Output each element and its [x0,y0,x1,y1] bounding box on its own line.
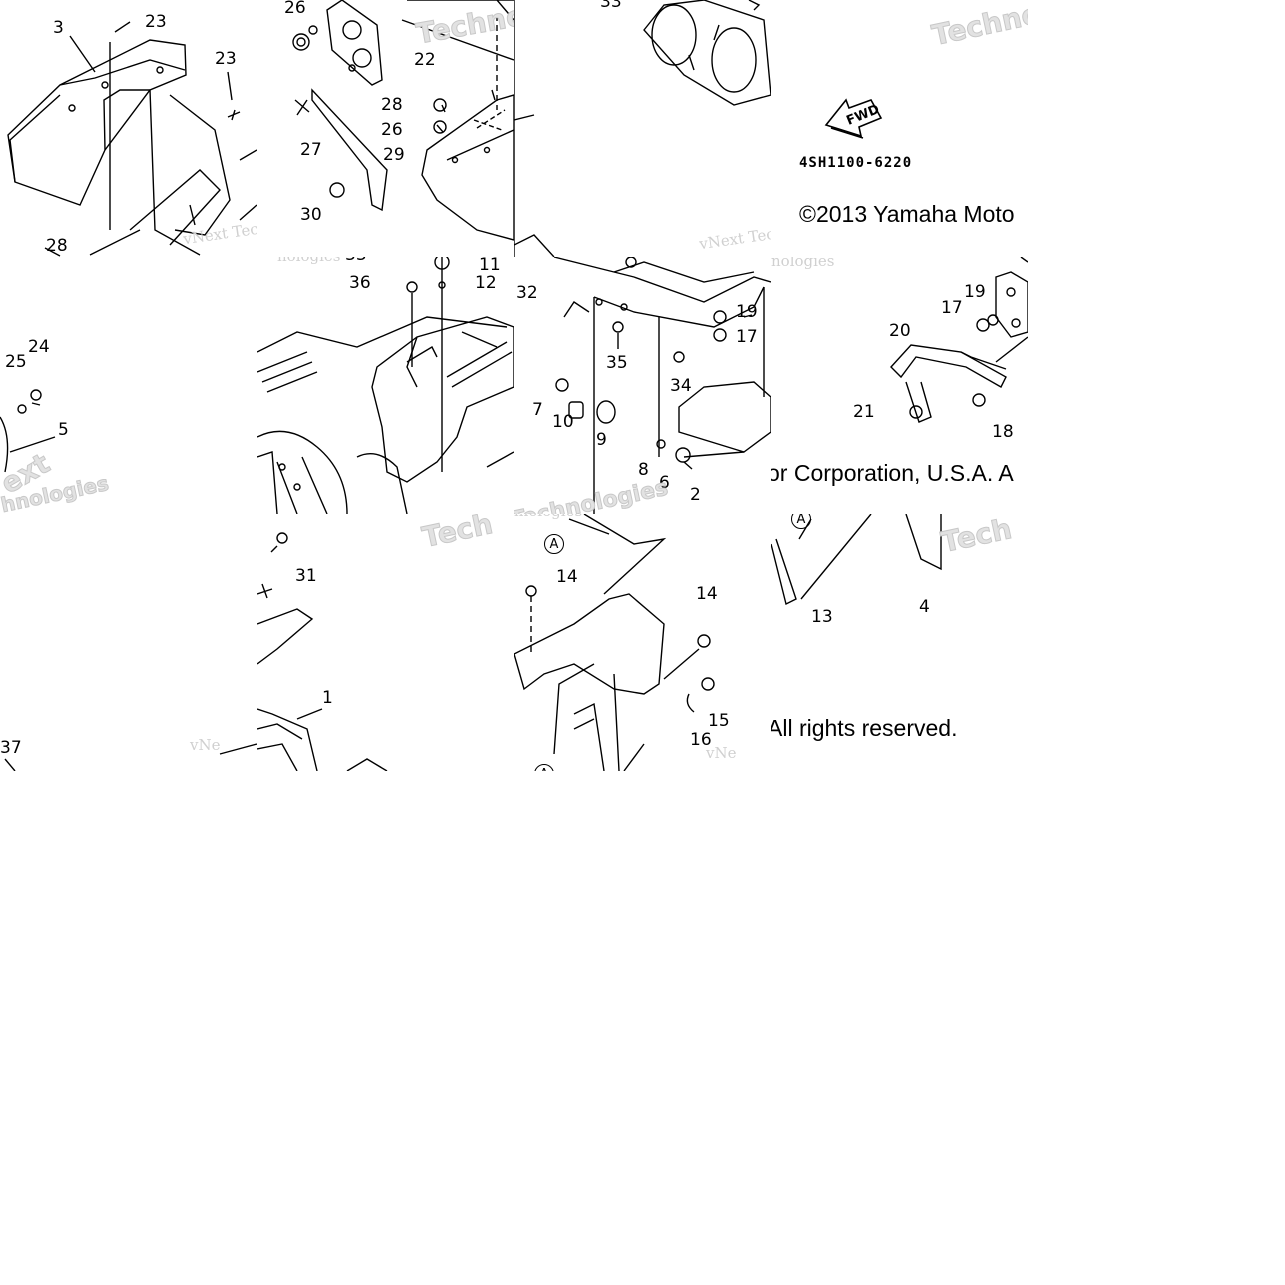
part-label: 23 [215,49,237,69]
diagram-tile-guard: A 13 4 All rights reserved. Tech [771,514,1028,771]
side-panel-drawing [0,389,56,473]
diagram-tile-handle: 20 19 17 21 18 or Corporation, U.S.A. A … [771,257,1028,514]
part-label: 34 [670,376,692,396]
part-label: 30 [300,205,322,225]
diagram-tile-rack: 36 32 11 12 33 nologies [257,257,514,514]
diagram-code: 4SH1100-6220 [799,155,913,171]
part-label: 21 [853,402,875,422]
part-label: 33 [345,257,367,264]
part-label: 26 [381,120,403,140]
diagram-tile-fasteners: 32 19 17 35 34 7 10 9 8 6 2 vNext Tec Te… [514,257,771,514]
part-label: 26 [284,0,306,18]
part-label: 7 [532,400,543,420]
part-label: 12 [475,273,497,293]
copyright-line-1: ©2013 Yamaha Moto [799,201,1015,227]
reference-marker-a: A [544,534,564,554]
part-label: 1 [322,688,333,708]
part-label: 29 [383,145,405,165]
front-assy-drawing [514,514,715,771]
rear-cover-drawing [7,21,257,257]
part-label: 37 [0,738,22,758]
part-label: 25 [5,352,27,372]
part-label: 23 [145,12,167,32]
part-label: 4 [919,597,930,617]
lower-left-drawing [4,743,257,771]
guard-drawing [771,514,942,606]
part-label: 20 [889,321,911,341]
part-label: 9 [596,430,607,450]
diagram-tile-side-panel: 24 25 5 ext hnologies [0,257,257,514]
part-label: 27 [300,140,322,160]
part-label: 14 [696,584,718,604]
part-label: 13 [811,607,833,627]
part-label: 14 [556,567,578,587]
part-label: 28 [381,95,403,115]
front-fender-drawing [257,532,388,771]
fwd-arrow-drawing [824,98,883,139]
part-label: 2 [690,485,701,505]
part-label: 8 [638,460,649,480]
bracket-drawing [292,0,514,241]
part-label: 33 [600,0,622,12]
rack-drawing [257,257,514,514]
part-label: 31 [295,566,317,586]
copyright-line-3: All rights reserved. [771,715,958,741]
part-label: 17 [736,327,758,347]
part-label: 18 [992,422,1014,442]
part-label: 5 [58,420,69,440]
meter-drawing [514,0,771,257]
part-label: 19 [736,302,758,322]
copyright-line-2: or Corporation, U.S.A. A [771,460,1014,486]
part-label: 10 [552,412,574,432]
reference-marker-a: A [791,514,811,529]
part-label: 35 [606,353,628,373]
diagram-tile-meter: 33 vNext Tec [514,0,771,257]
diagram-tile-brackets: 26 22 28 26 27 29 30 Technologies [257,0,514,257]
part-label: 24 [28,337,50,357]
part-label: 22 [414,50,436,70]
diagram-tile-header-info: FWD 4SH1100-6220 ©2013 Yamaha Moto Techn… [771,0,1028,257]
part-label: 32 [516,283,538,303]
part-label: 15 [708,711,730,731]
fastener-drawing [553,257,771,514]
part-label: 16 [690,730,712,750]
part-label: 36 [349,273,371,293]
diagram-tile-lower-left: 37 vNe [0,514,257,771]
diagram-tile-front-assy: A A 14 14 15 16 vNe hnologies [514,514,771,771]
part-label: 6 [659,473,670,493]
part-label: 28 [46,236,68,256]
part-label: 3 [53,18,64,38]
diagram-tile-rear-cover: 3 23 23 28 vNext Tec [0,0,257,257]
diagram-tile-front-fender: 31 1 Tech [257,514,514,771]
part-label: 19 [964,282,986,302]
part-label: 17 [941,298,963,318]
handle-drawing [890,257,1028,423]
part-label: 11 [479,257,501,275]
